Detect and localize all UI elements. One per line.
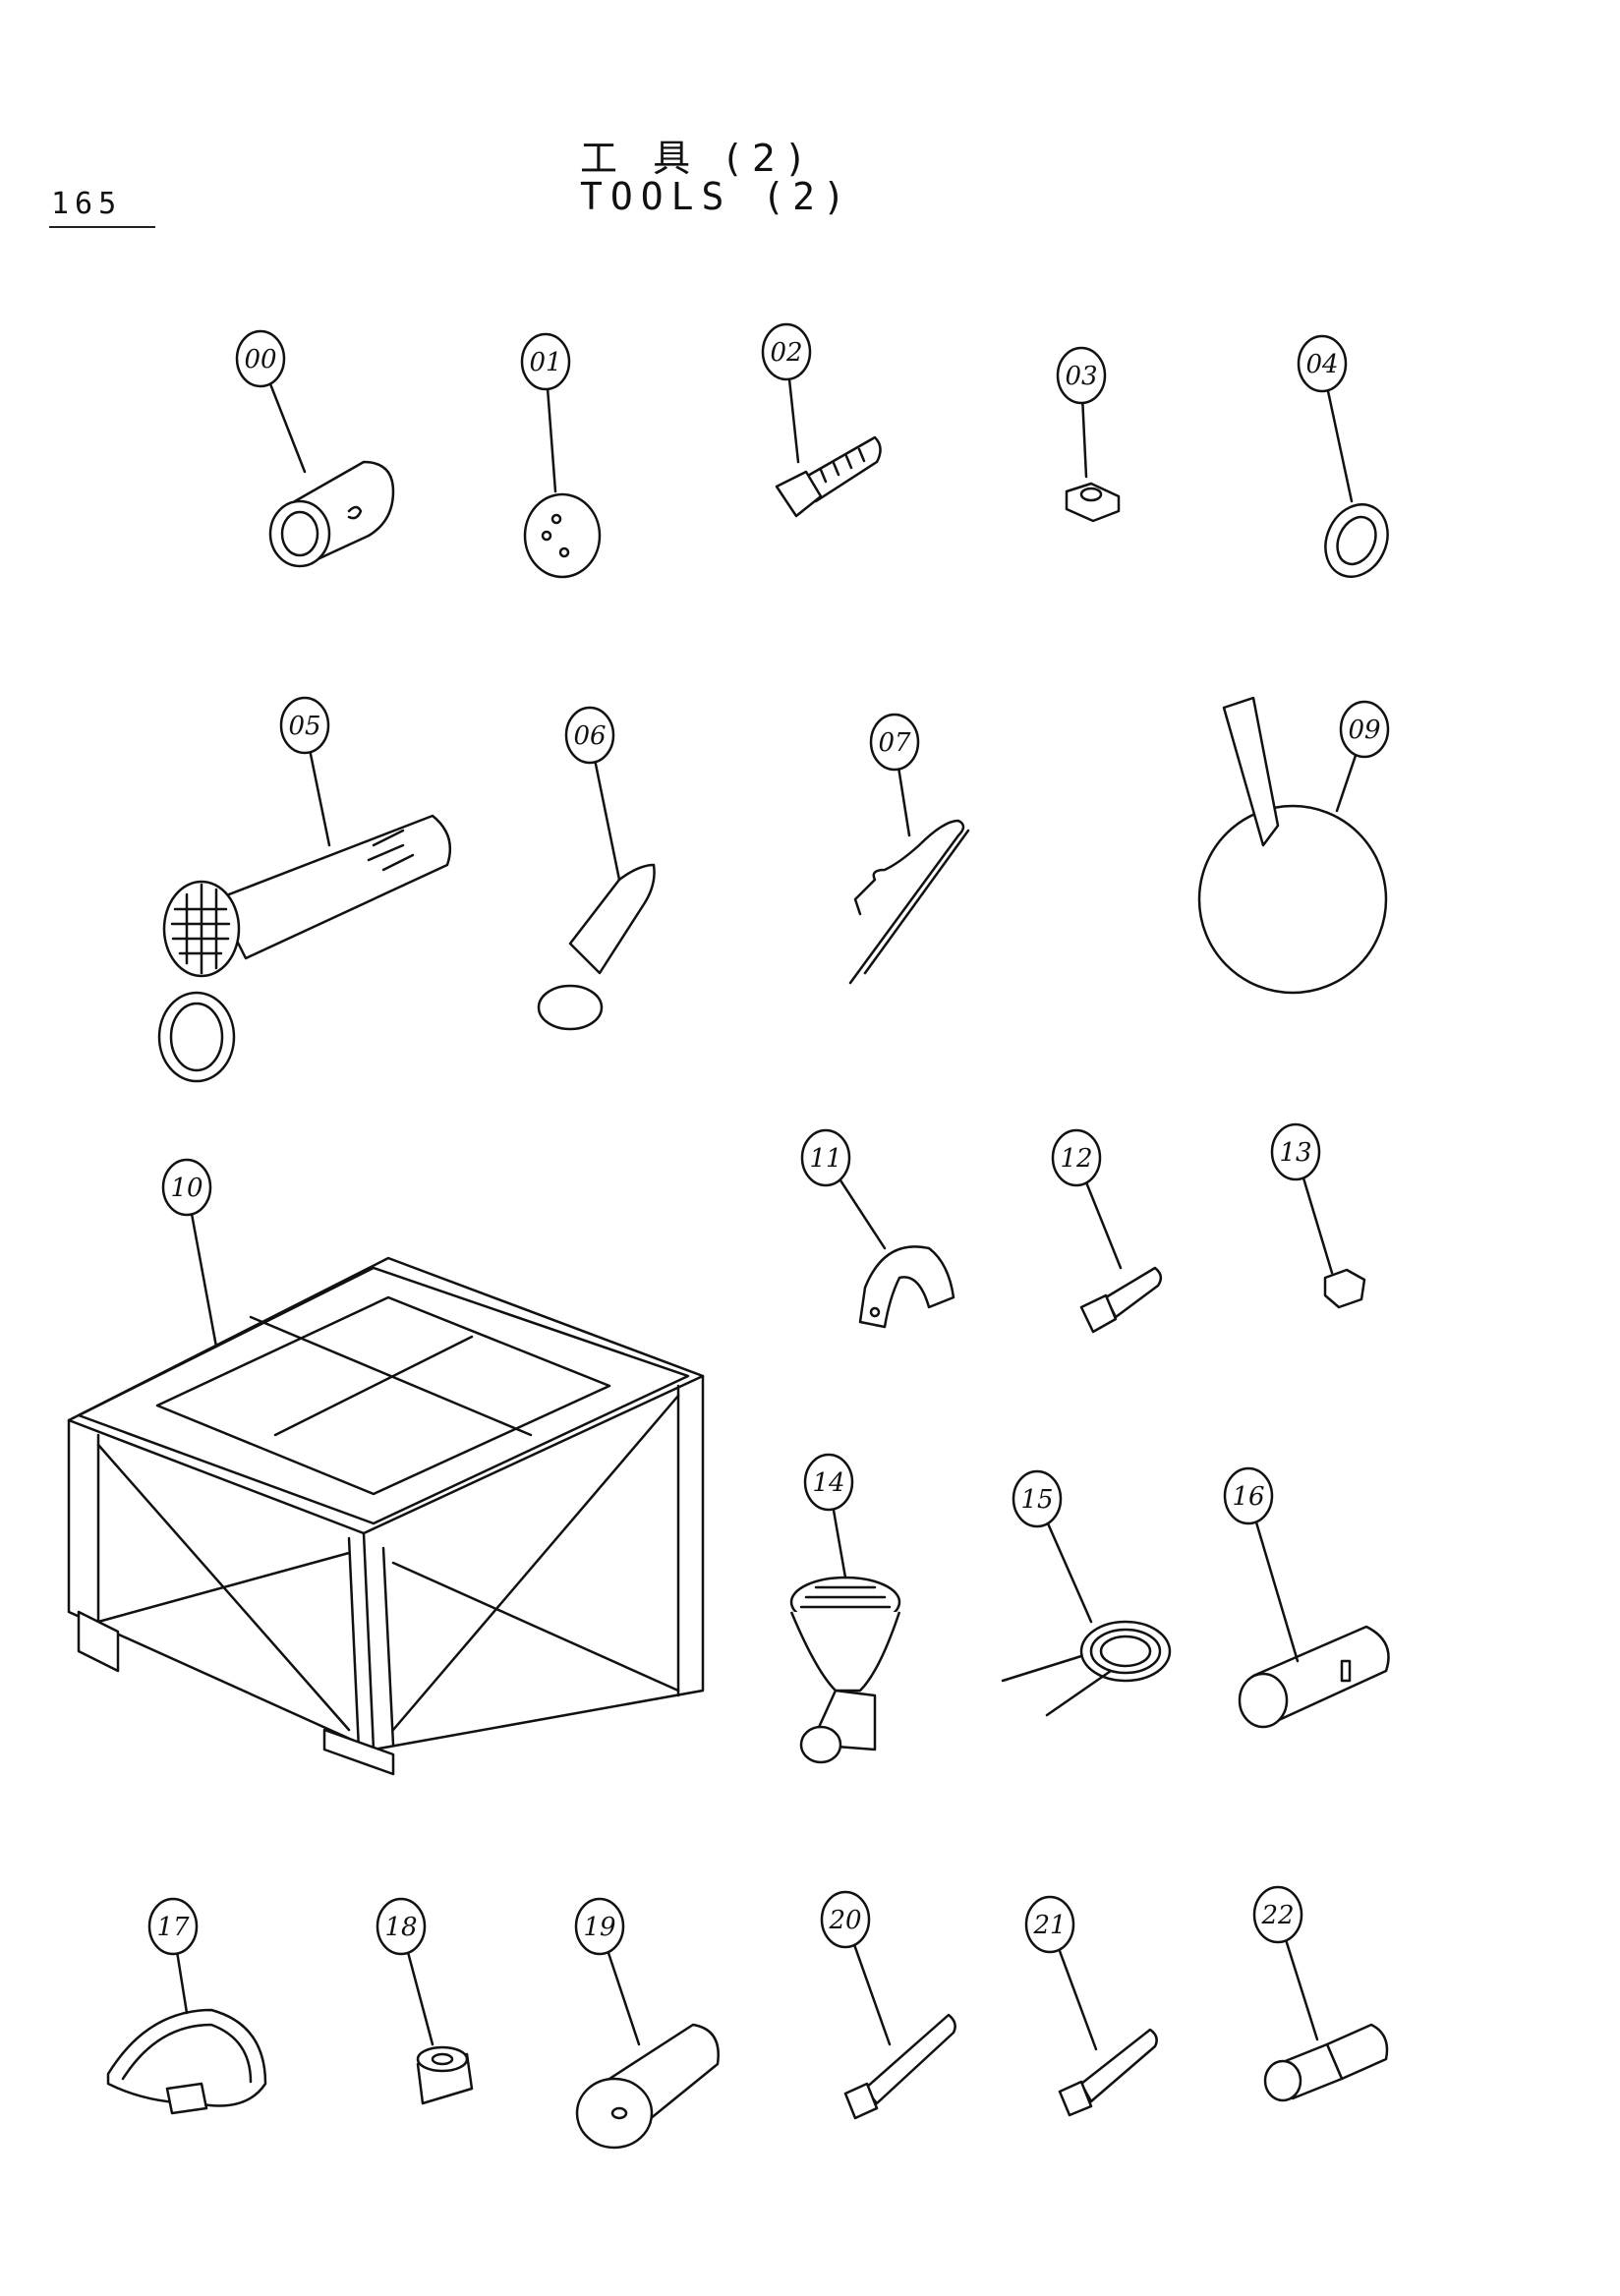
bolt-icon (1079, 1266, 1163, 1334)
callout-circle (1024, 1895, 1075, 1954)
callout-circle (1223, 1466, 1274, 1525)
leader-line (1046, 1521, 1093, 1624)
part-number-label: 21 (1032, 1911, 1066, 1940)
leader-line (897, 767, 911, 837)
part-number-label: 16 (1232, 1482, 1264, 1512)
callout-circle (564, 706, 615, 765)
leader-line (406, 1950, 434, 2046)
part-number-label: 14 (812, 1468, 844, 1498)
spring-pin-icon (848, 819, 970, 985)
leader-line (839, 1178, 887, 1250)
callout-circle (761, 322, 812, 381)
callout-circle (574, 1897, 625, 1956)
tool-box-icon (67, 1256, 705, 1776)
leader-line (190, 1212, 218, 1349)
part-number-label: 12 (1060, 1144, 1092, 1174)
part-number-label: 09 (1348, 716, 1380, 745)
title-japanese: 工 具 (2) (580, 137, 814, 180)
part-number-label: 15 (1020, 1485, 1053, 1515)
nut-icon (1323, 1268, 1366, 1309)
nut-icon (1065, 482, 1121, 523)
part-number-label: 01 (529, 348, 561, 377)
callout-circle (147, 1897, 199, 1956)
part-number-label: 02 (770, 338, 802, 368)
pin-icon (575, 2023, 720, 2150)
part-number-label: 00 (244, 345, 276, 374)
leader-line (546, 386, 557, 493)
hose-icon (1001, 1620, 1172, 1717)
leader-line (1284, 1938, 1319, 2041)
callout-circle (820, 1890, 871, 1949)
callout-circle (869, 713, 920, 772)
leader-line (594, 760, 621, 882)
callout-circle (1051, 1128, 1102, 1187)
leader-line (309, 750, 331, 847)
part-number-label: 20 (828, 1906, 861, 1935)
callout-circle (1297, 334, 1348, 393)
part-number-label: 18 (384, 1913, 417, 1942)
callout-circle (279, 696, 330, 755)
part-number-label: 11 (809, 1144, 841, 1174)
leader-line (787, 376, 800, 464)
part-number-label: 13 (1279, 1138, 1311, 1168)
leader-line (607, 1950, 641, 2046)
part-number-label: 05 (288, 712, 320, 741)
part-number-label: 06 (573, 721, 606, 751)
washer-icon (1324, 503, 1389, 578)
collar-icon (416, 2045, 474, 2105)
leader-line (832, 1507, 847, 1579)
bolt-icon (775, 435, 882, 518)
adapter-icon (1263, 2023, 1389, 2102)
callout-circle (1056, 346, 1107, 405)
page-number: 165 (51, 187, 123, 221)
callout-circle (1339, 700, 1390, 759)
part-number-label: 19 (583, 1913, 615, 1942)
part-number-label: 10 (170, 1174, 202, 1203)
leader-line (1335, 753, 1358, 813)
leader-line (852, 1943, 892, 2046)
leader-line (1302, 1176, 1334, 1275)
bolt-icon (843, 2013, 956, 2120)
title-english: TOOLS (2) (580, 175, 853, 218)
leader-line (175, 1951, 189, 2015)
joint-icon (1238, 1625, 1390, 1729)
band-icon (106, 2008, 267, 2115)
part-number-label: 04 (1305, 350, 1338, 379)
callout-circle (803, 1453, 854, 1512)
plate-icon (523, 492, 602, 579)
callout-circle (520, 332, 571, 391)
tag-icon (1197, 696, 1388, 995)
part-number-label: 03 (1065, 362, 1097, 391)
callout-circle (376, 1897, 427, 1956)
leader-line (1081, 400, 1088, 479)
callout-circle (1252, 1885, 1303, 1944)
leader-line (1326, 388, 1354, 503)
leader-line (1058, 1948, 1098, 2051)
funnel-icon (789, 1576, 901, 1764)
part-number-label: 07 (878, 728, 911, 758)
leader-line (1254, 1520, 1300, 1663)
callout-labels: 00 01 02 03 04 05 06 07 09 10 11 12 13 14 15 16 17 18 19 20… (147, 322, 1390, 2051)
leader-line (268, 381, 307, 474)
callout-circle (235, 329, 286, 388)
pin-icon (537, 863, 656, 1031)
leader-line (1084, 1180, 1123, 1270)
bolt-icon (1058, 2028, 1158, 2117)
sleeve-icon (268, 460, 395, 568)
callout-circle (1012, 1469, 1063, 1528)
callout-circle (800, 1128, 851, 1187)
part-number-label: 22 (1260, 1901, 1294, 1930)
callout-circle (161, 1158, 212, 1217)
part-number-label: 17 (156, 1913, 190, 1942)
callout-circle (1270, 1122, 1321, 1181)
clamp-icon (858, 1245, 955, 1329)
page-number-rule (49, 226, 155, 228)
strainer-icon (157, 814, 452, 1083)
